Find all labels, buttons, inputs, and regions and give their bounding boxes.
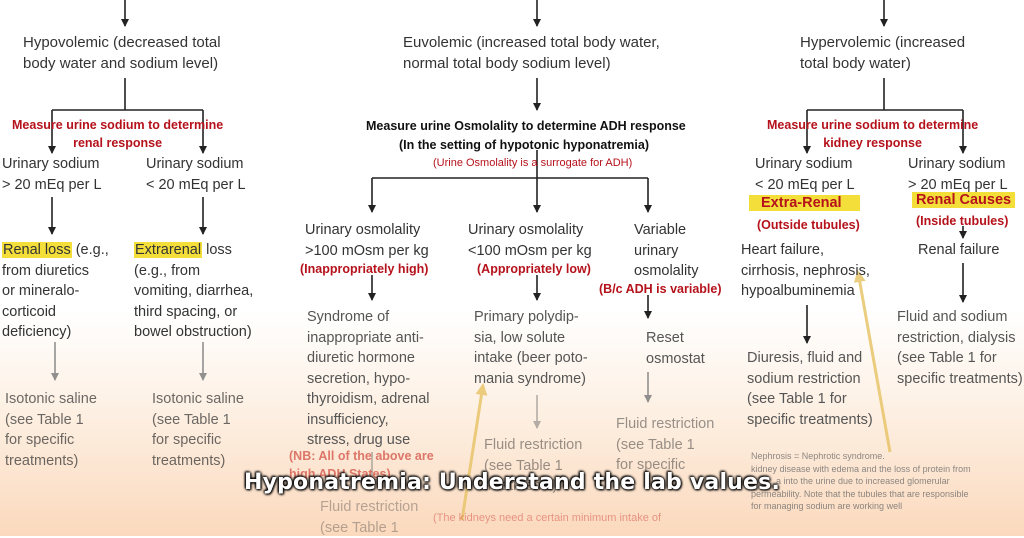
euvolemic-header: Euvolemic (increased total body water, n… — [403, 34, 660, 72]
osmolality-surrogate-note: (Urine Osmolality is a surrogate for ADH… — [433, 157, 633, 169]
hypovolemic-header: Hypovolemic (decreased total body water … — [23, 34, 221, 72]
high-adh-states-note: (NB: All of the above are high ADH State… — [289, 449, 434, 481]
reset-osmostat: Reset osmostat — [646, 330, 705, 367]
fluid-restriction-polydipsia: Fluid restriction (see Table 1 treatment… — [484, 437, 583, 494]
osmolality-high: Urinary osmolality >100 mOsm per kg — [305, 222, 429, 259]
renal-causes-label: Renal Causes — [912, 190, 1016, 211]
fluid-restriction-reset: Fluid restriction (see Table 1 for speci… — [616, 416, 715, 473]
urinary-sodium-low-right: Urinary sodium < 20 mEq per L — [755, 156, 855, 193]
renal-loss-highlight: Renal loss — [2, 242, 72, 258]
outside-tubules-note: (Outside tubules) — [757, 218, 860, 232]
diuresis-treatment: Diuresis, fluid and sodium restriction (… — [747, 350, 873, 428]
extrarenal-detail: loss (e.g., from vomiting, diarrhea, thi… — [134, 242, 254, 340]
hypotonic-setting-note: (In the setting of hypotonic hyponatremi… — [399, 138, 649, 152]
image-caption: Hyponatremia: Understand the lab values. — [243, 470, 781, 495]
urinary-sodium-high-right: Urinary sodium > 20 mEq per L — [908, 156, 1008, 193]
inside-tubules-note: (Inside tubules) — [916, 214, 1009, 228]
appropriately-low-note: (Appropriately low) — [477, 262, 591, 276]
variable-osmolality: Variable urinary osmolality — [634, 222, 699, 279]
inappropriately-high-note: (Inappropriately high) — [300, 262, 429, 276]
renal-loss-detail: (e.g., from diuretics or mineralo- corti… — [2, 242, 109, 340]
renal-failure: Renal failure — [918, 242, 1000, 258]
siadh-causes: Syndrome of inappropriate anti- diuretic… — [307, 309, 430, 448]
nephrosis-note: Nephrosis = Nephrotic syndrome. kidney d… — [751, 451, 971, 511]
fluid-restriction-siadh: Fluid restriction (see Table 1 — [320, 499, 419, 536]
hypervolemic-header: Hypervolemic (increased total body water… — [800, 34, 966, 72]
extra-renal-label: Extra-Renal — [749, 193, 860, 214]
urinary-sodium-low-left: Urinary sodium < 20 mEq per L — [146, 156, 246, 193]
measure-urine-sodium-renal: Measure urine sodium to determine renal … — [12, 118, 224, 150]
adh-variable-note: (B/c ADH is variable) — [599, 282, 722, 296]
extrarenal-loss-box: Extrarenal loss (e.g., from vomiting, di… — [134, 240, 253, 343]
primary-polydipsia: Primary polydip- sia, low solute intake … — [474, 309, 588, 387]
urinary-sodium-high-left: Urinary sodium > 20 mEq per L — [2, 156, 102, 193]
fluid-sodium-dialysis: Fluid and sodium restriction, dialysis (… — [897, 309, 1023, 387]
isotonic-saline-1: Isotonic saline (see Table 1 for specifi… — [5, 391, 97, 469]
heart-failure-causes: Heart failure, cirrhosis, nephrosis, hyp… — [741, 242, 870, 299]
renal-loss-box: Renal loss (e.g., from diuretics or mine… — [2, 240, 109, 343]
measure-urine-sodium-kidney: Measure urine sodium to determine kidney… — [767, 118, 979, 150]
osmolality-low: Urinary osmolality <100 mOsm per kg — [468, 222, 592, 259]
kidney-intake-note: (The kidneys need a certain minimum inta… — [433, 512, 662, 524]
measure-urine-osmolality: Measure urine Osmolality to determine AD… — [366, 119, 686, 133]
isotonic-saline-2: Isotonic saline (see Table 1 for specifi… — [152, 391, 244, 469]
extrarenal-highlight: Extrarenal — [134, 242, 203, 258]
